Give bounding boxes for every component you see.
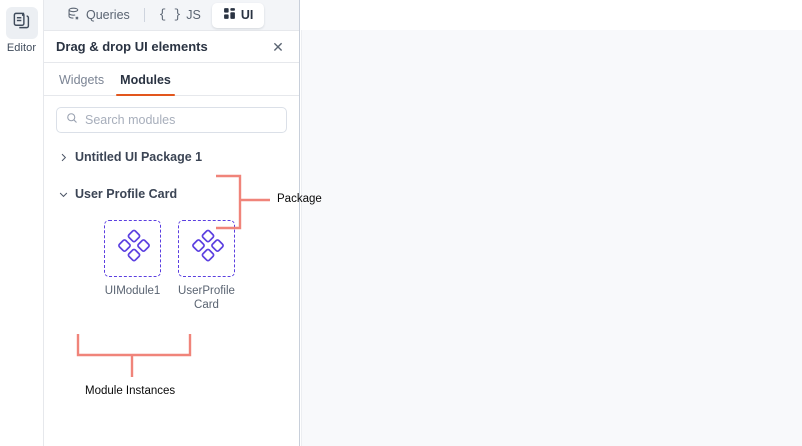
editor-pages-icon (12, 11, 31, 35)
tab-js[interactable]: { } JS (148, 3, 212, 28)
tab-queries-label: Queries (86, 8, 130, 22)
module-tile[interactable] (104, 220, 161, 277)
module-tile[interactable] (178, 220, 235, 277)
module-card-userprofilecard[interactable]: UserProfileCard (178, 220, 235, 313)
module-diamond-cluster-icon (116, 229, 150, 268)
tab-ui[interactable]: UI (211, 2, 265, 28)
tab-widgets[interactable]: Widgets (59, 73, 105, 87)
ui-panel: Queries { } JS UI Dr (44, 0, 300, 446)
panel-header: Drag & drop UI elements ✕ (44, 31, 299, 63)
search-container (44, 96, 299, 133)
tree-item-user-profile-card[interactable]: User Profile Card (44, 180, 299, 208)
tab-ui-label: UI (240, 8, 254, 22)
panel-subtabs: Widgets Modules (44, 63, 299, 96)
search-box[interactable] (56, 107, 287, 133)
module-name-label: UserProfileCard (178, 285, 235, 312)
page-title: Drag & drop UI elements (56, 39, 208, 54)
tree-item-label: Untitled UI Package 1 (75, 150, 203, 164)
module-card-uimodule1[interactable]: UIModule1 (104, 220, 161, 313)
tab-queries[interactable]: Queries (56, 3, 141, 28)
tree-item-untitled-ui-package-1[interactable]: Untitled UI Package 1 (44, 143, 299, 171)
panel-tabstrip: Queries { } JS UI (44, 0, 299, 31)
curly-braces-icon: { } (158, 8, 182, 22)
canvas-area[interactable] (301, 30, 802, 446)
left-rail: Editor (0, 0, 44, 446)
chevron-right-icon[interactable] (58, 152, 69, 163)
module-name-label: UIModule1 (104, 285, 161, 297)
close-icon[interactable]: ✕ (272, 38, 284, 55)
module-diamond-cluster-icon (190, 229, 224, 268)
tab-modules[interactable]: Modules (112, 73, 179, 96)
canvas-surface[interactable] (301, 30, 802, 446)
search-input[interactable] (85, 113, 277, 127)
tab-js-label: JS (186, 8, 201, 22)
module-instance-grid: UIModule1 UserProfileCard (44, 216, 299, 313)
sidebar-item-editor[interactable] (5, 7, 38, 39)
database-query-icon (67, 7, 81, 24)
module-tree: Untitled UI Package 1 User Profile Card (44, 133, 299, 313)
tab-divider (143, 8, 145, 22)
search-icon (66, 111, 78, 129)
chevron-down-icon[interactable] (58, 189, 69, 200)
tree-item-label: User Profile Card (75, 187, 178, 201)
sidebar-item-editor-label: Editor (6, 42, 37, 54)
grid-squares-icon (223, 7, 236, 23)
canvas-top-bar (301, 0, 802, 30)
